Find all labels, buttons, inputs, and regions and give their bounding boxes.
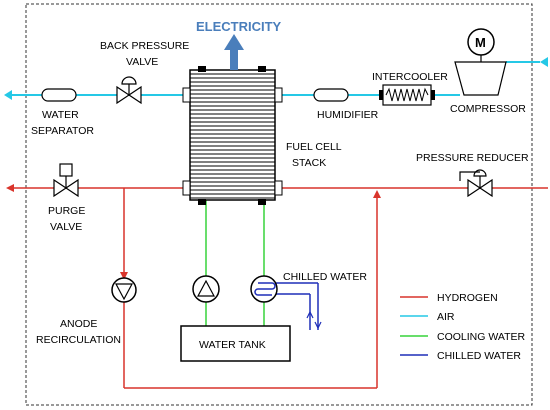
water-separator-label-1: WATER <box>42 109 79 121</box>
cooling-water-lines <box>205 200 265 326</box>
motor-label: M <box>475 35 486 50</box>
legend-label-chilled-water: CHILLED WATER <box>437 350 521 362</box>
back-pressure-valve[interactable] <box>116 76 142 105</box>
fuel-cell-stack-label-1: FUEL CELL <box>286 141 342 153</box>
legend-label-cooling-water: COOLING WATER <box>437 331 526 343</box>
humidifier-label: HUMIDIFIER <box>317 109 379 121</box>
legend: HYDROGEN AIR COOLING WATER CHILLED WATER <box>400 292 526 362</box>
electricity-arrow-icon <box>224 34 244 70</box>
intercooler-label: INTERCOOLER <box>372 71 448 83</box>
chilled-out-arrow-icon <box>314 321 322 330</box>
chilled-water-label: CHILLED WATER <box>283 271 367 283</box>
water-tank-label: WATER TANK <box>199 339 266 351</box>
recirc-arrow-icon <box>373 190 381 198</box>
back-pressure-valve-label-2: VALVE <box>126 56 158 68</box>
air-inlet-arrow-icon <box>540 57 548 67</box>
cooling-pump-icon[interactable] <box>192 275 220 303</box>
water-tank[interactable] <box>180 325 291 362</box>
fuel-cell-stack-label-2: STACK <box>292 157 326 169</box>
humidifier[interactable] <box>313 88 349 102</box>
fuel-cell-stack[interactable] <box>182 66 283 205</box>
heat-exchanger-icon[interactable] <box>250 275 278 303</box>
pressure-reducer-label: PRESSURE REDUCER <box>416 152 529 164</box>
pressure-reducer[interactable] <box>459 169 493 198</box>
air-outlet-arrow-icon <box>4 90 12 100</box>
back-pressure-valve-label-1: BACK PRESSURE <box>100 40 189 52</box>
intercooler[interactable] <box>379 84 435 106</box>
purge-valve-label-1: PURGE <box>48 205 85 217</box>
legend-label-air: AIR <box>437 311 455 323</box>
recirculation-pump-icon[interactable] <box>111 277 137 303</box>
electricity-label: ELECTRICITY <box>196 19 282 34</box>
anode-recirculation-label-2: RECIRCULATION <box>36 334 121 346</box>
purge-valve[interactable] <box>53 163 79 198</box>
recirc-down-arrow-icon <box>120 272 128 280</box>
hydrogen-outlet-arrow-icon <box>6 184 14 192</box>
compressor-label: COMPRESSOR <box>450 103 526 115</box>
motor-icon: M <box>467 28 495 56</box>
water-separator-label-2: SEPARATOR <box>31 125 94 137</box>
system-boundary <box>25 3 533 406</box>
purge-valve-label-2: VALVE <box>50 221 82 233</box>
water-separator[interactable] <box>41 88 77 102</box>
compressor[interactable] <box>454 55 507 96</box>
chilled-in-arrow-icon <box>306 310 314 319</box>
legend-label-hydrogen: HYDROGEN <box>437 292 498 304</box>
anode-recirculation-label-1: ANODE <box>60 318 97 330</box>
